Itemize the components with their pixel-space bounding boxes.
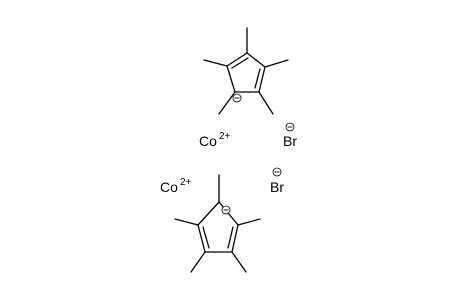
bromide-ion-lower: Br [270,167,284,195]
ring-bond [226,65,236,93]
ring-bond [258,66,266,93]
double-bond-inner [231,57,249,69]
methyl-bond [174,218,199,226]
double-bond-inner [227,226,234,249]
double-bond-inner [254,68,261,89]
bromide-ion-upper: Br [283,122,297,149]
ring-bond [246,52,266,68]
ring-bond [197,201,220,226]
ring-bond [231,224,239,253]
br-label: Br [270,179,284,195]
negative-charge-icon [232,93,242,103]
co-charge: 2+ [180,177,192,188]
cp-ring-lower [174,174,261,273]
methyl-bond [190,251,206,273]
methyl-bond [203,59,228,67]
br-label: Br [283,133,297,149]
methyl-bond [264,59,289,68]
co-label: Co [199,133,217,149]
methyl-bond [237,218,261,226]
negative-charge-icon [272,167,282,177]
ring-bond [197,224,206,253]
ring-bond [226,52,248,67]
cobalt-ion-lower: Co 2+ [160,177,192,195]
cp-ring-upper [203,27,289,115]
methyl-bond [231,251,247,273]
negative-charge-icon [285,122,295,132]
co-charge: 2+ [219,131,231,142]
co-label: Co [160,179,178,195]
double-bond-inner [202,226,210,249]
cobalt-ion-upper: Co 2+ [199,131,231,149]
methyl-bond [258,91,274,115]
methyl-bond [218,91,236,115]
negative-charge-icon [221,205,231,215]
